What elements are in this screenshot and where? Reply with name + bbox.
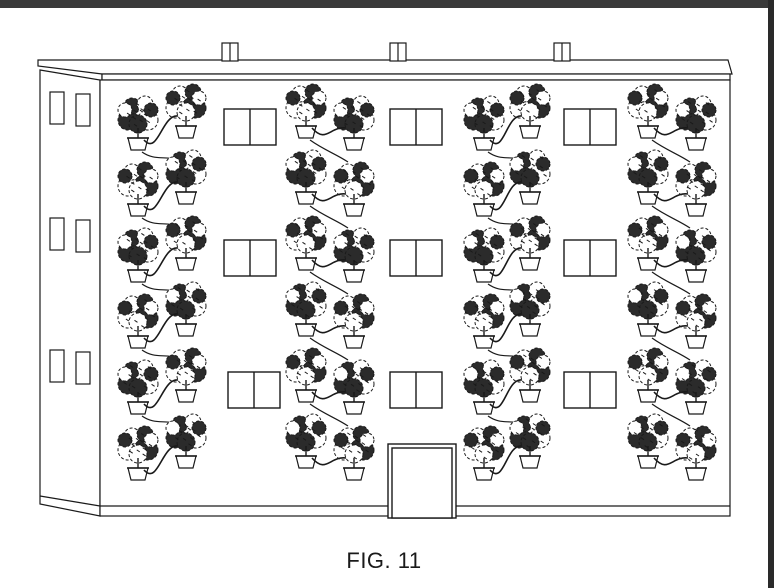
irrigation-tube bbox=[143, 445, 179, 475]
irrigation-tube bbox=[311, 193, 347, 202]
irrigation-tube bbox=[651, 139, 691, 163]
potted-plant bbox=[333, 359, 375, 415]
potted-plant bbox=[675, 161, 717, 217]
potted-plant bbox=[333, 227, 375, 283]
irrigation-tube bbox=[653, 193, 689, 202]
potted-plant bbox=[285, 83, 327, 139]
potted-plant bbox=[285, 215, 327, 271]
irrigation-tube bbox=[311, 127, 347, 136]
irrigation-tube bbox=[489, 181, 523, 211]
irrigation-tube bbox=[651, 271, 691, 295]
potted-plant bbox=[627, 281, 669, 337]
potted-plant bbox=[675, 425, 717, 481]
irrigation-tube bbox=[489, 313, 523, 343]
potted-plant bbox=[117, 425, 159, 481]
patent-sheet: FIG. 11 bbox=[0, 8, 768, 588]
potted-plant bbox=[463, 293, 505, 349]
potted-plant bbox=[675, 359, 717, 415]
irrigation-tube bbox=[489, 445, 523, 475]
potted-plant bbox=[463, 425, 505, 481]
irrigation-tube bbox=[311, 325, 347, 334]
irrigation-tube bbox=[653, 127, 689, 136]
irrigation-tube bbox=[311, 391, 347, 400]
irrigation-tube bbox=[489, 247, 523, 277]
irrigation-tube bbox=[309, 139, 349, 163]
front-windows bbox=[223, 108, 617, 409]
irrigation-tube bbox=[309, 337, 349, 361]
potted-plant bbox=[509, 347, 551, 403]
side-wall bbox=[39, 69, 101, 517]
irrigation-tube bbox=[653, 457, 689, 466]
potted-plant bbox=[117, 293, 159, 349]
figure-caption: FIG. 11 bbox=[346, 548, 422, 573]
potted-plant bbox=[117, 227, 159, 283]
potted-plant bbox=[117, 359, 159, 415]
irrigation-tube bbox=[653, 391, 689, 400]
potted-plant bbox=[675, 95, 717, 151]
potted-plant bbox=[509, 83, 551, 139]
roof bbox=[37, 59, 733, 81]
irrigation-tube bbox=[311, 259, 347, 268]
potted-plant bbox=[165, 83, 207, 139]
irrigation-tube bbox=[143, 379, 179, 409]
potted-plant bbox=[463, 227, 505, 283]
potted-plant bbox=[463, 359, 505, 415]
plant-columns bbox=[117, 83, 717, 481]
potted-plant bbox=[627, 83, 669, 139]
irrigation-tube bbox=[143, 181, 179, 211]
irrigation-tube bbox=[143, 247, 179, 277]
potted-plant bbox=[165, 413, 207, 469]
potted-plant bbox=[285, 347, 327, 403]
potted-plant bbox=[627, 215, 669, 271]
frame-edge bbox=[768, 0, 774, 588]
irrigation-tube bbox=[653, 259, 689, 268]
irrigation-tube bbox=[489, 115, 523, 145]
potted-plant bbox=[285, 413, 327, 469]
potted-plant bbox=[509, 149, 551, 205]
potted-plant bbox=[509, 413, 551, 469]
potted-plant bbox=[675, 227, 717, 283]
irrigation-tube bbox=[143, 313, 179, 343]
potted-plant bbox=[165, 215, 207, 271]
side-windows bbox=[49, 91, 91, 385]
irrigation-tube bbox=[311, 457, 347, 466]
potted-plant bbox=[165, 347, 207, 403]
potted-plant bbox=[333, 95, 375, 151]
potted-plant bbox=[333, 161, 375, 217]
potted-plant bbox=[285, 149, 327, 205]
potted-plant bbox=[117, 161, 159, 217]
irrigation-tube bbox=[309, 271, 349, 295]
irrigation-tube bbox=[651, 205, 691, 229]
irrigation-tube bbox=[309, 403, 349, 427]
potted-plant bbox=[509, 281, 551, 337]
irrigation-tube bbox=[143, 115, 179, 145]
potted-plant bbox=[165, 149, 207, 205]
potted-plant bbox=[463, 95, 505, 151]
irrigation-tube bbox=[653, 325, 689, 334]
potted-plant bbox=[627, 413, 669, 469]
potted-plant bbox=[117, 95, 159, 151]
irrigation-tube bbox=[651, 337, 691, 361]
roof-vents bbox=[221, 42, 571, 62]
potted-plant bbox=[627, 347, 669, 403]
potted-plant bbox=[675, 293, 717, 349]
potted-plant bbox=[333, 425, 375, 481]
entrance-door bbox=[387, 443, 457, 519]
irrigation-tube bbox=[489, 379, 523, 409]
potted-plant bbox=[165, 281, 207, 337]
potted-plant bbox=[333, 293, 375, 349]
irrigation-tube bbox=[651, 403, 691, 427]
potted-plant bbox=[509, 215, 551, 271]
potted-plant bbox=[285, 281, 327, 337]
potted-plant bbox=[463, 161, 505, 217]
potted-plant bbox=[627, 149, 669, 205]
irrigation-tube bbox=[309, 205, 349, 229]
building-facade-illustration bbox=[37, 42, 733, 519]
